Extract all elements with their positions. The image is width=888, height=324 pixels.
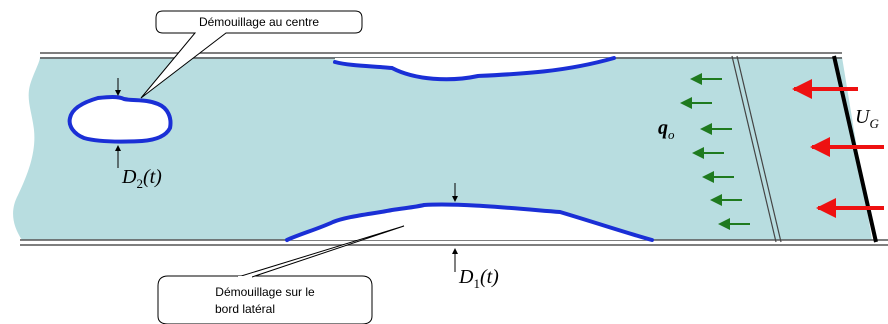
callout-side-line1: Démouillage sur le — [215, 285, 315, 299]
bottom-wall — [20, 240, 888, 245]
callout-side-line2: bord latéral — [215, 302, 275, 316]
callout-center-text: Démouillage au centre — [199, 15, 319, 29]
label-ug: UG — [855, 106, 879, 131]
center-dewet-hole — [70, 97, 171, 142]
svg-text:bord latéral: bord latéral — [215, 302, 275, 316]
label-d1: D1(t) — [458, 266, 499, 291]
top-wall — [40, 53, 842, 58]
svg-text:Démouillage sur le: Démouillage sur le — [215, 285, 315, 299]
